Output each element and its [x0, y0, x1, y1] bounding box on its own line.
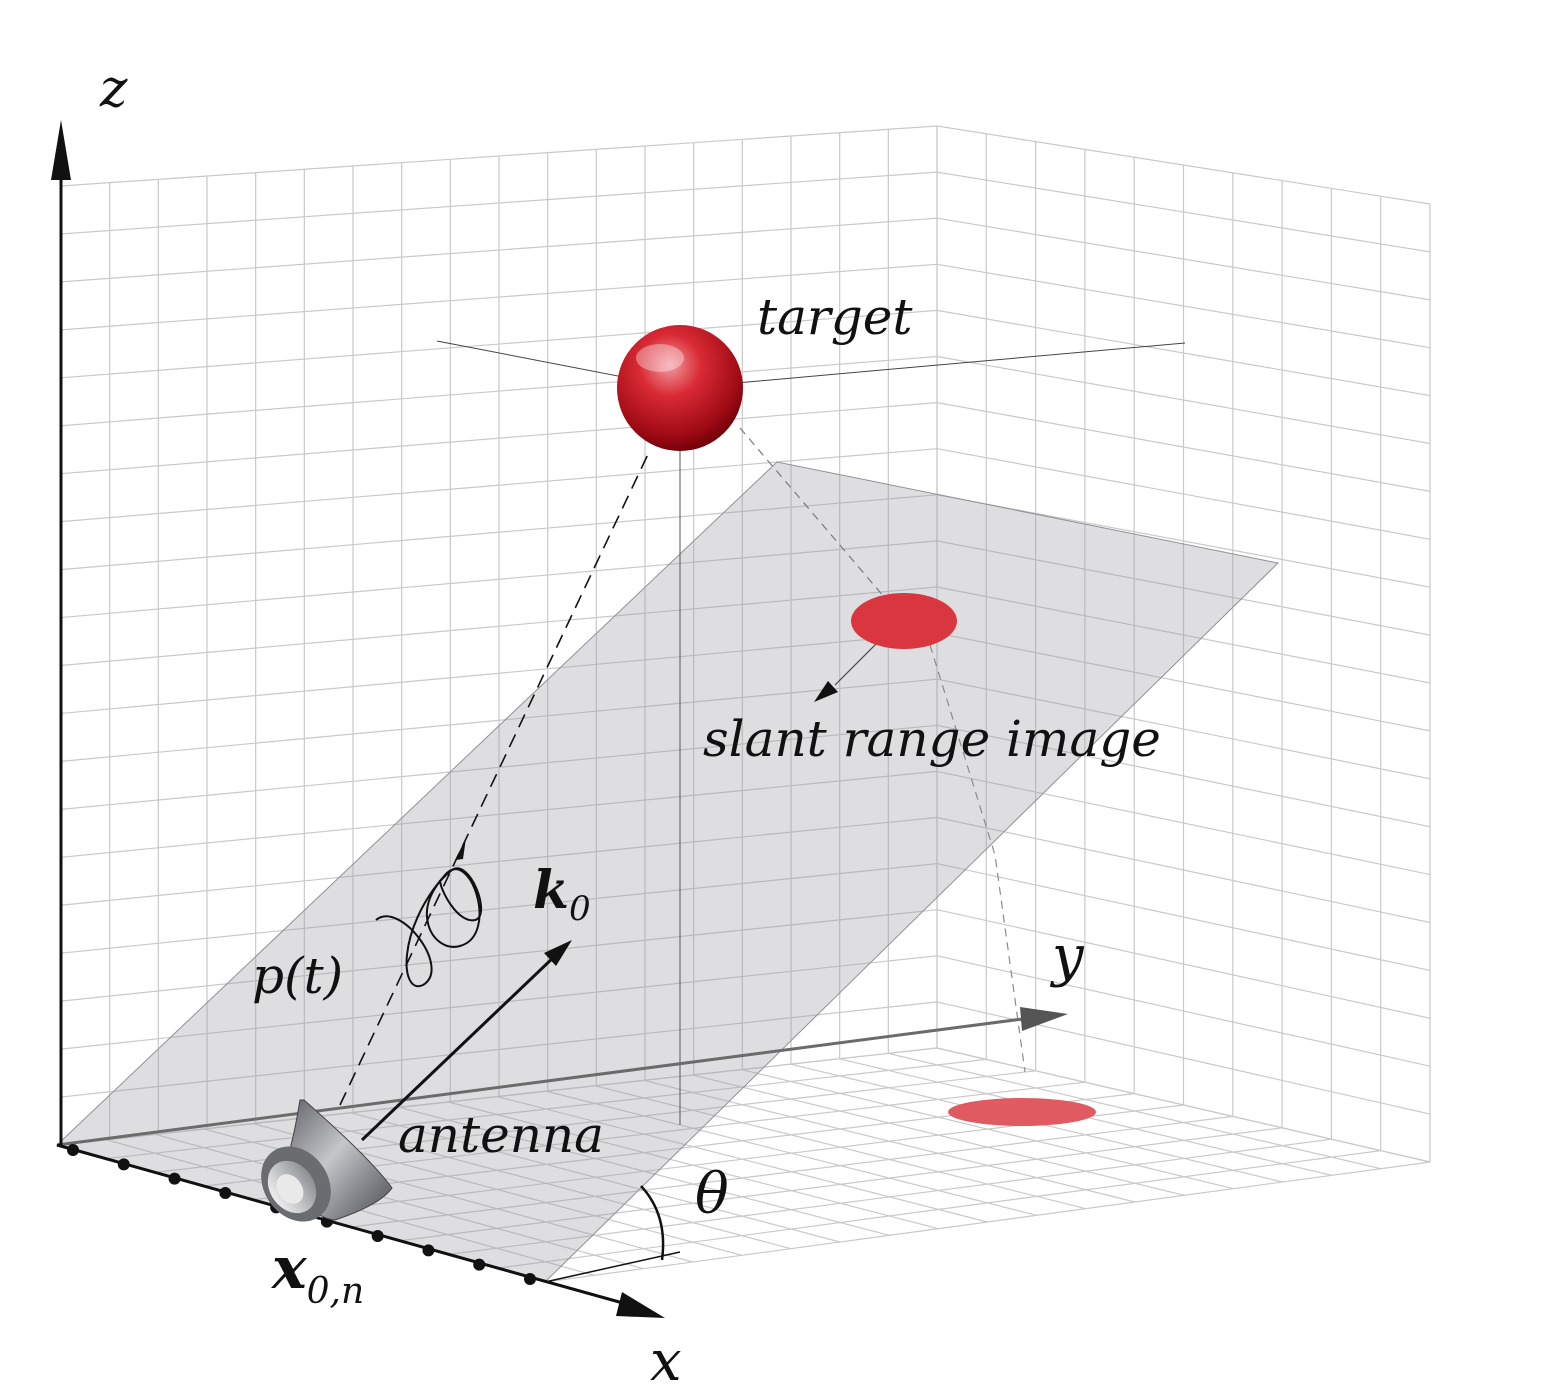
right-wall-grid-line-v [936, 678, 1431, 780]
right-wall-grid-line-v [936, 217, 1431, 301]
right-wall-grid-line-v [936, 770, 1431, 876]
projection-line-to-image [739, 427, 886, 599]
target-label: target [757, 288, 913, 346]
k0-arrowhead [544, 940, 572, 966]
right-wall-grid-line-v [936, 448, 1431, 540]
y-axis [56, 1016, 1031, 1147]
z-axis-label: z [99, 59, 128, 119]
back-wall-grid-line-v [60, 632, 938, 715]
right-wall-grid-line-v [936, 540, 1431, 636]
position-subscript: 0,n [307, 1271, 365, 1312]
right-wall-grid-line-v [936, 816, 1431, 924]
floor-grid-line-v [56, 1047, 938, 1146]
floor-grid-line-v [349, 1115, 1233, 1228]
back-wall-grid-line-v [60, 125, 938, 187]
floor-grid-line-v [398, 1127, 1283, 1242]
back-wall-grid-line-v [60, 494, 938, 571]
back-wall-grid-line-v [60, 816, 938, 906]
angle-label: θ [695, 1162, 729, 1227]
x-axis-sample-dot [219, 1187, 232, 1199]
pulse-waveform [375, 867, 483, 988]
back-wall-grid-line-v [60, 909, 938, 1002]
back-wall-grid [60, 125, 938, 1146]
back-wall-grid-line-v [60, 448, 938, 523]
ground-projection-spot [948, 1098, 1096, 1126]
x-axis-arrowhead [616, 1292, 665, 1318]
right-wall-grid-line-v [936, 171, 1431, 253]
slant-range-image-pointer-head [814, 681, 838, 702]
wave-vector-subscript: 0 [569, 889, 591, 929]
slant-range-image-pointer [834, 639, 881, 686]
floor-grid-line-v [447, 1138, 1332, 1256]
x-axis-label: x [650, 1329, 682, 1391]
k0-vector [360, 953, 558, 1142]
antenna-label: antenna [398, 1106, 604, 1164]
back-wall-grid-line-v [60, 724, 938, 810]
projection-line-to-ground [929, 644, 1026, 1073]
x-axis-sample-dot [524, 1273, 536, 1285]
back-wall-grid-line-v [60, 171, 938, 235]
x-axis-sample-dot [371, 1230, 384, 1242]
back-wall-grid-line-v [60, 770, 938, 858]
right-wall-grid-line-v [936, 494, 1431, 588]
right-wall-grid [936, 125, 1431, 1163]
x-axis-sample-dot [117, 1158, 130, 1171]
x-axis-sample-dot [422, 1244, 435, 1257]
right-wall-grid-line-v [936, 402, 1431, 492]
back-wall-grid-line-v [60, 955, 938, 1050]
back-wall-grid-line-v [60, 402, 938, 475]
target-sphere [617, 325, 743, 451]
pulse-label: p(t) [252, 947, 343, 1005]
back-wall-grid-line-v [60, 586, 938, 667]
back-wall-grid-line-v [60, 355, 938, 427]
slant-range-plane [56, 461, 1280, 1283]
right-wall-grid-line-v [936, 632, 1431, 732]
back-wall-grid-line-v [60, 263, 938, 331]
wave-vector-label: k0 [533, 860, 591, 929]
right-wall-grid-line-v [936, 355, 1431, 445]
back-wall-grid-line-v [60, 309, 938, 379]
horn-antenna-icon [261, 1099, 393, 1222]
wave-vector-base: k [533, 860, 569, 921]
right-wall-grid-line-v [936, 263, 1431, 349]
back-wall-grid-line-v [60, 678, 938, 762]
right-wall-grid-line-v [936, 909, 1431, 1019]
pulse-direction-arrowhead [455, 838, 466, 860]
y-axis-label: y [1049, 924, 1085, 989]
antenna-target-line [339, 449, 651, 1106]
position-label: x0,n [270, 1234, 364, 1312]
slant-range-image-label: slant range image [703, 710, 1161, 768]
floor-grid-line-v [544, 1161, 1431, 1283]
target-guide-horizontal-b [679, 342, 1186, 389]
right-wall-grid-line-v [936, 863, 1431, 971]
z-axis-arrowhead [51, 120, 71, 180]
x-axis-sample-dot [67, 1144, 79, 1156]
back-wall-grid-line-v [60, 863, 938, 954]
antenna-throat-inner [276, 1174, 304, 1204]
right-wall-grid-line-v [936, 955, 1431, 1067]
floor-grid-line-v [105, 1058, 987, 1160]
right-wall-grid-line-v [936, 309, 1431, 397]
x-axis-sample-dot [168, 1172, 181, 1185]
back-wall-grid-line-v [60, 540, 938, 619]
angle-arc [640, 1185, 665, 1261]
x-axis-sample-dot [473, 1258, 486, 1271]
right-wall-grid-line-v [936, 724, 1431, 828]
target-sphere-highlight [636, 344, 684, 372]
position-base: x [270, 1234, 308, 1302]
y-axis-arrowhead [1020, 1007, 1068, 1031]
floor-grid-line-v [496, 1150, 1381, 1269]
slant-image-spot [851, 593, 957, 649]
back-wall-grid-line-v [60, 217, 938, 283]
right-wall-grid-line-v [936, 586, 1431, 684]
right-wall-grid-line-v [936, 125, 1431, 205]
back-wall-grid-line-v [60, 1001, 938, 1098]
angle-reference-line [544, 1251, 681, 1283]
sphere-icon [617, 325, 743, 451]
